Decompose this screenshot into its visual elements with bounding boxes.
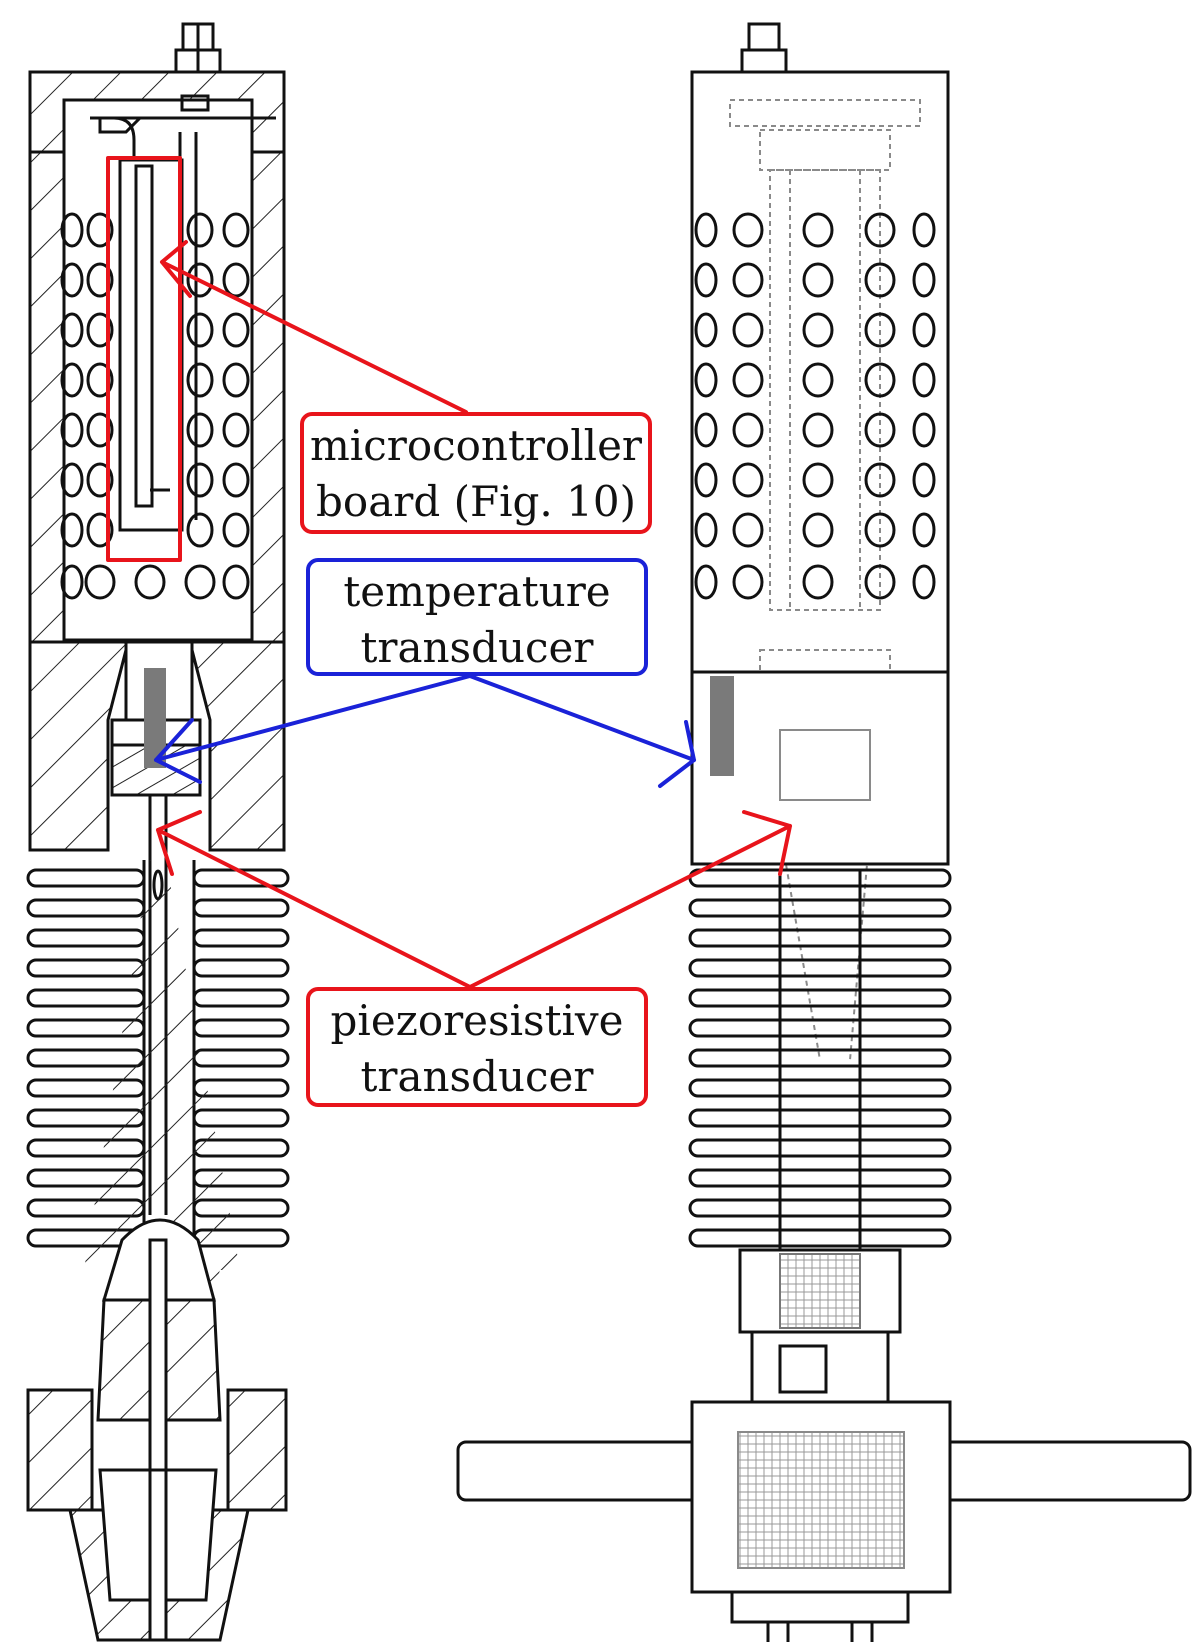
piezoresistive-arrow-left	[156, 810, 472, 989]
microcontroller-arrow	[160, 240, 468, 414]
temperature-label-line1: temperature	[343, 567, 611, 616]
piezoresistive-label-line2: transducer	[360, 1052, 594, 1101]
microcontroller-label-line2: board (Fig. 10)	[316, 477, 636, 526]
piezoresistive-arrow-right	[468, 810, 792, 989]
temperature-arrow-right	[468, 674, 696, 788]
microcontroller-label: microcontroller board (Fig. 10)	[300, 412, 652, 534]
microcontroller-highlight	[106, 156, 182, 562]
temperature-label-line2: transducer	[360, 623, 594, 672]
temperature-label: temperature transducer	[306, 558, 648, 676]
microcontroller-label-line1: microcontroller	[309, 421, 643, 470]
piezoresistive-label: piezoresistive transducer	[306, 987, 648, 1107]
external-view	[456, 22, 1192, 1642]
piezoresistive-label-line1: piezoresistive	[330, 996, 624, 1045]
temperature-arrow-left	[154, 674, 472, 784]
sectional-view	[26, 22, 290, 1642]
